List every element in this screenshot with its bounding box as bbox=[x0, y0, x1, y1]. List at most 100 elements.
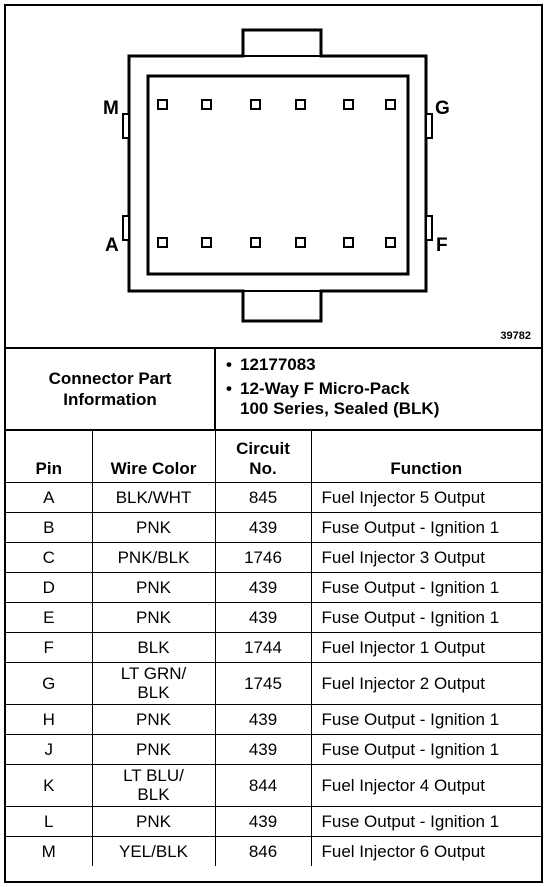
left-upper-key bbox=[122, 113, 130, 139]
function-cell: Fuel Injector 1 Output bbox=[310, 631, 541, 663]
pin-cell: K bbox=[6, 763, 93, 807]
pin-cavity bbox=[343, 237, 354, 248]
function-cell: Fuse Output - Ignition 1 bbox=[310, 703, 541, 735]
header-circuit-no: Circuit No. bbox=[214, 429, 312, 483]
wire-color-line1: PNK/BLK bbox=[117, 547, 190, 567]
connector-housing-outline bbox=[127, 28, 428, 323]
function-cell: Fuse Output - Ignition 1 bbox=[310, 805, 541, 837]
connector-info-section: Connector Part Information • 12177083 • … bbox=[6, 347, 541, 429]
wire-color-cell: LT BLU/BLK bbox=[91, 763, 216, 807]
pin-cavity bbox=[385, 99, 396, 110]
function-cell: Fuse Output - Ignition 1 bbox=[310, 733, 541, 765]
pin-cell: G bbox=[6, 661, 93, 705]
wire-color-line1: PNK bbox=[136, 577, 171, 597]
wire-color-cell: PNK bbox=[91, 733, 216, 765]
connector-info-item: • 12177083 bbox=[218, 355, 538, 375]
pin-cell: H bbox=[6, 703, 93, 735]
connector-sheet: M G A F 39782 Connector Part Information… bbox=[4, 4, 543, 883]
header-circuit-line1: Circuit bbox=[236, 438, 290, 458]
wire-color-line1: LT BLU/ bbox=[123, 766, 184, 785]
wire-color-cell: YEL/BLK bbox=[91, 835, 216, 866]
wire-color-cell: PNK bbox=[91, 571, 216, 603]
connector-diagram: M G A F 39782 bbox=[6, 6, 541, 347]
wire-color-cell: BLK/WHT bbox=[91, 481, 216, 513]
wire-color-cell: PNK/BLK bbox=[91, 541, 216, 573]
function-cell: Fuel Injector 6 Output bbox=[310, 835, 541, 866]
pin-cell: M bbox=[6, 835, 93, 866]
wire-color-line1: PNK bbox=[136, 607, 171, 627]
wire-color-cell: PNK bbox=[91, 703, 216, 735]
circuit-cell: 1746 bbox=[214, 541, 312, 573]
pin-cavity bbox=[343, 99, 354, 110]
header-pin: Pin bbox=[6, 429, 93, 483]
pin-cavity bbox=[295, 237, 306, 248]
wire-color-cell: PNK bbox=[91, 805, 216, 837]
connector-info-title-line2: Information bbox=[63, 390, 157, 409]
wire-color-cell: BLK bbox=[91, 631, 216, 663]
connector-description-line2: 100 Series, Sealed (BLK) bbox=[240, 399, 440, 418]
pin-cell: C bbox=[6, 541, 93, 573]
pin-cavity bbox=[201, 237, 212, 248]
right-upper-key bbox=[425, 113, 433, 139]
connector-face-drawing bbox=[122, 28, 433, 323]
circuit-cell: 439 bbox=[214, 571, 312, 603]
wire-color-line1: PNK bbox=[136, 811, 171, 831]
pin-cavity bbox=[250, 99, 261, 110]
circuit-cell: 439 bbox=[214, 601, 312, 633]
connector-description-line1: 12-Way F Micro-Pack bbox=[240, 379, 410, 398]
circuit-cell: 844 bbox=[214, 763, 312, 807]
wire-color-cell: LT GRN/BLK bbox=[91, 661, 216, 705]
left-lower-key bbox=[122, 215, 130, 241]
header-function: Function bbox=[310, 429, 541, 483]
function-cell: Fuse Output - Ignition 1 bbox=[310, 601, 541, 633]
pin-cavity bbox=[201, 99, 212, 110]
wire-color-line2: BLK bbox=[137, 683, 170, 702]
pin-label-top-right: G bbox=[435, 98, 450, 119]
pin-cell: L bbox=[6, 805, 93, 837]
circuit-cell: 1744 bbox=[214, 631, 312, 663]
wire-color-line1: PNK bbox=[136, 517, 171, 537]
circuit-cell: 439 bbox=[214, 733, 312, 765]
pin-cavity bbox=[157, 99, 168, 110]
wire-color-cell: PNK bbox=[91, 511, 216, 543]
wire-color-line1: PNK bbox=[136, 709, 171, 729]
pin-cell: E bbox=[6, 601, 93, 633]
circuit-cell: 439 bbox=[214, 805, 312, 837]
bullet-icon: • bbox=[226, 355, 232, 374]
circuit-cell: 439 bbox=[214, 511, 312, 543]
function-cell: Fuel Injector 4 Output bbox=[310, 763, 541, 807]
wire-color-line2: BLK bbox=[137, 785, 170, 804]
connector-part-number: 12177083 bbox=[240, 355, 316, 374]
top-pin-row bbox=[157, 99, 396, 110]
pin-table-header-row: Pin Wire Color Circuit No. Function bbox=[6, 429, 541, 483]
header-circuit-line2: No. bbox=[249, 458, 277, 478]
function-cell: Fuel Injector 5 Output bbox=[310, 481, 541, 513]
circuit-cell: 439 bbox=[214, 703, 312, 735]
function-cell: Fuel Injector 3 Output bbox=[310, 541, 541, 573]
connector-info-item: • 12-Way F Micro-Pack 100 Series, Sealed… bbox=[218, 379, 538, 419]
connector-cavity-outline bbox=[146, 74, 410, 276]
wire-color-line1: BLK/WHT bbox=[115, 487, 192, 507]
connector-info-title: Connector Part Information bbox=[6, 349, 216, 429]
connector-info-title-line1: Connector Part bbox=[48, 369, 172, 388]
pin-cavity bbox=[157, 237, 168, 248]
pin-cavity bbox=[250, 237, 261, 248]
pin-cell: F bbox=[6, 631, 93, 663]
pin-cavity bbox=[385, 237, 396, 248]
figure-number: 39782 bbox=[500, 330, 531, 342]
bottom-pin-row bbox=[157, 237, 396, 248]
circuit-cell: 846 bbox=[214, 835, 312, 866]
